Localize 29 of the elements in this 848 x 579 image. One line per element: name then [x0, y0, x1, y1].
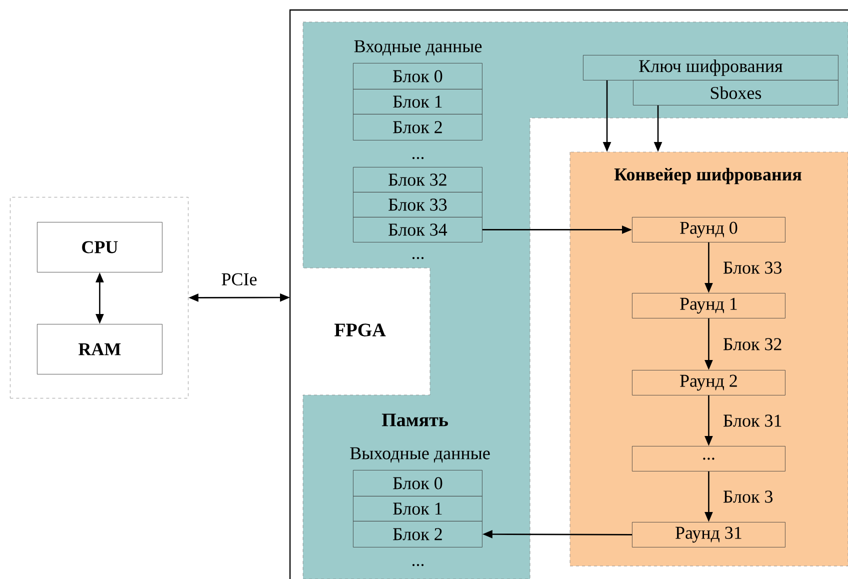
host-box [10, 197, 188, 398]
ellipsis: ... [412, 564, 424, 566]
ellipsis: ... [412, 156, 424, 160]
block-cell: Блок 0 [353, 470, 482, 496]
round-box: Раунд 1 [632, 293, 786, 318]
block-cell: Блок 0 [353, 63, 482, 90]
ram-box: RAM [37, 324, 162, 374]
section-heading: Входные данные [354, 40, 482, 56]
block-cell: Блок 1 [353, 496, 482, 522]
block-cell: Блок 33 [353, 192, 482, 218]
round-box: Раунд 31 [632, 522, 786, 548]
round-box: Раунд 2 [632, 370, 786, 396]
block-cell: Блок 2 [353, 114, 482, 140]
block-cell: Блок 1 [353, 89, 482, 114]
sboxes-box: Sboxes [633, 80, 838, 106]
round-box: ... [632, 446, 786, 472]
edge-label: Блок 32 [723, 338, 782, 350]
section-heading: Выходные данные [350, 447, 490, 463]
edge-label: Блок 3 [723, 490, 773, 503]
cpu-box: CPU [37, 222, 162, 272]
edge-label: Блок 33 [723, 262, 782, 274]
block-cell: Блок 34 [353, 217, 482, 242]
key-box: Ключ шифрования [583, 55, 838, 80]
block-cell: Блок 32 [353, 167, 482, 192]
edge-label: PCIe [222, 273, 257, 286]
round-box: Раунд 0 [632, 217, 786, 242]
block-cell: Блок 2 [353, 521, 482, 548]
ellipsis: ... [412, 256, 424, 260]
edge-label: Блок 31 [723, 414, 782, 427]
